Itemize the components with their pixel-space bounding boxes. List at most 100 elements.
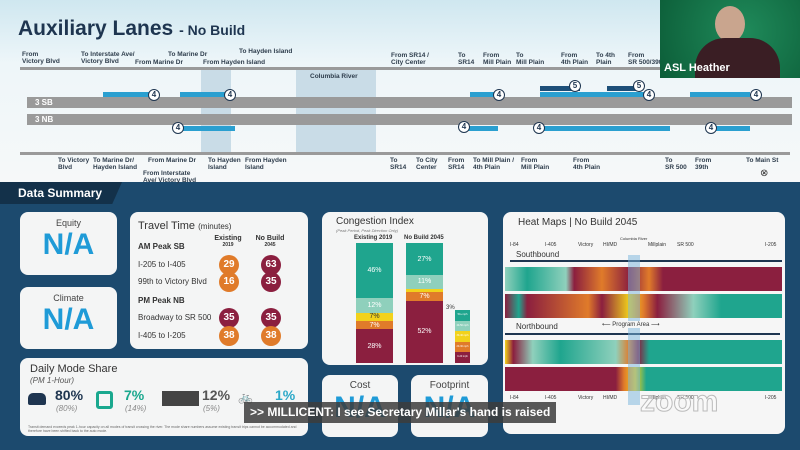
ramp-label: To SR14 <box>458 52 475 66</box>
ramp-label: From Hayden Island <box>203 59 266 66</box>
aux-lane <box>180 92 230 97</box>
ramp-label: To Hayden Island <box>208 157 241 171</box>
northbound-label: Northbound <box>516 322 558 331</box>
travel-time-title: Travel Time (minutes) <box>138 220 231 232</box>
col2: No Build <box>255 235 285 242</box>
lane-count-badge: 4 <box>224 89 236 101</box>
ramp-label: To Victory Blvd <box>58 157 90 171</box>
ramp-label: From 4th Plain <box>561 52 589 66</box>
tt-existing: 35 <box>219 308 239 328</box>
tt-nobuild: 38 <box>261 326 281 346</box>
heatmap-nb-nobuild <box>505 367 782 391</box>
ramp-label: From SR 500/39th <box>628 52 665 66</box>
col2-year: 2045 <box>264 242 276 248</box>
ramp-label: From Mill Plain <box>483 52 512 66</box>
bar-segment: 7% <box>356 312 393 321</box>
col1-year: 2019 <box>222 242 234 248</box>
heatmap-river-label: Columbia River <box>620 236 648 241</box>
tt-existing: 16 <box>219 272 239 292</box>
lane-count-badge: 4 <box>493 89 505 101</box>
footprint-label: Footprint <box>429 380 470 391</box>
tt-route: I-205 to I-405 <box>138 260 186 269</box>
aux-lane <box>690 92 750 97</box>
data-summary-tab: Data Summary <box>0 182 122 204</box>
ramp-label: To SR 500 <box>665 157 687 171</box>
equity-value: N/A <box>42 228 95 261</box>
tt-nobuild: 63 <box>261 255 281 275</box>
aux-lane <box>460 126 498 131</box>
ramp-label: To 4th Plain <box>596 52 616 66</box>
tt-existing: 29 <box>219 255 239 275</box>
mode-share-title: Daily Mode Share <box>30 363 118 375</box>
southbound-bar: 3 SB <box>27 97 792 108</box>
cost-label: Cost <box>349 380 371 391</box>
video-tile-asl[interactable]: ASL Heather <box>660 0 800 78</box>
ramp-label: To Hayden Island <box>239 48 293 55</box>
lane-count-badge: 4 <box>705 122 717 134</box>
truck-share: 12% <box>202 387 231 403</box>
truck-icon <box>162 391 199 406</box>
tt-group: PM Peak NB <box>138 296 185 305</box>
col1: Existing <box>214 235 242 242</box>
heatmap-title: Heat Maps | No Build 2045 <box>518 217 638 228</box>
tt-existing: 38 <box>219 326 239 346</box>
bike-walk-share: 1% <box>275 387 296 403</box>
ramp-label: To Mill Plain <box>516 52 545 66</box>
heatmap-location-label: HI/MD <box>603 242 618 248</box>
bar-segment: 12% <box>356 298 393 313</box>
bar-label: No Build 2045 <box>404 235 444 241</box>
heatmap-location-label: Millplain <box>648 242 667 248</box>
climate-value: N/A <box>42 303 95 336</box>
tt-title: Travel Time <box>138 220 196 232</box>
mode-share-footnote: Transit demand exceeds peak 1-hour capac… <box>28 425 297 433</box>
equity-card: Equity N/A <box>20 212 117 275</box>
ramp-label: From Marine Dr <box>135 59 184 66</box>
tt-nobuild: 35 <box>261 272 281 292</box>
bike-walk-icon: 🚲 <box>238 390 253 404</box>
heatmap-location-label: I-205 <box>765 395 777 401</box>
heatmap-location-label: HI/MD <box>603 395 618 401</box>
ramp-label: To Main St <box>746 157 779 164</box>
car-share-sub: (80%) <box>56 404 78 413</box>
bar-segment: 11% <box>406 275 443 289</box>
bus-share: 7% <box>124 387 145 403</box>
tt-route: I-405 to I-205 <box>138 331 186 340</box>
climate-label: Climate <box>53 293 84 303</box>
southbound-arrow <box>510 260 782 262</box>
bar-segment: 52% <box>406 300 443 363</box>
lane-count-badge: 4 <box>533 122 545 134</box>
heatmap-location-label: I-405 <box>545 242 557 248</box>
heatmap-location-label: Victory <box>578 242 594 248</box>
participant-name: ASL Heather <box>664 62 730 74</box>
aux-lane <box>470 92 498 97</box>
aux-lane <box>535 126 670 131</box>
ramp-label: From SR14 / City Center <box>391 52 429 66</box>
congestion-bar: 27%11%7%52% <box>406 243 443 363</box>
aux-lane <box>712 126 750 131</box>
title-subtitle: - No Build <box>179 22 246 38</box>
bar-label: Existing 2019 <box>354 235 393 241</box>
heatmap-location-label: SR 500 <box>677 242 694 248</box>
equity-label: Equity <box>55 218 81 228</box>
ramp-label: From 4th Plain <box>573 157 601 171</box>
legend-swatch: 30-40 mph <box>455 331 470 342</box>
participant-body <box>695 38 780 78</box>
tt-group: AM Peak SB <box>138 242 185 251</box>
heatmap-nb-existing <box>505 340 782 364</box>
ramp-label: From SR14 <box>448 157 465 171</box>
ramp-label: To City Center <box>416 157 438 171</box>
top-line <box>20 67 660 70</box>
ramp-label: To Mill Plain / 4th Plain <box>473 157 515 171</box>
north-arrow-icon: ⊗ <box>760 168 769 179</box>
lane-count-badge: 4 <box>172 122 184 134</box>
heatmap-location-label: Millplain <box>648 395 667 401</box>
legend-swatch: 40-50 mph <box>455 320 470 332</box>
ramp-label: To SR14 <box>390 157 407 171</box>
participant-head <box>715 6 745 42</box>
tt-nobuild: 35 <box>261 308 281 328</box>
ramp-label: From Marine Dr <box>148 157 197 164</box>
lane-count-badge: 5 <box>633 80 645 92</box>
legend-swatch: 0-20 mph <box>455 352 470 363</box>
bar-segment <box>406 288 443 293</box>
